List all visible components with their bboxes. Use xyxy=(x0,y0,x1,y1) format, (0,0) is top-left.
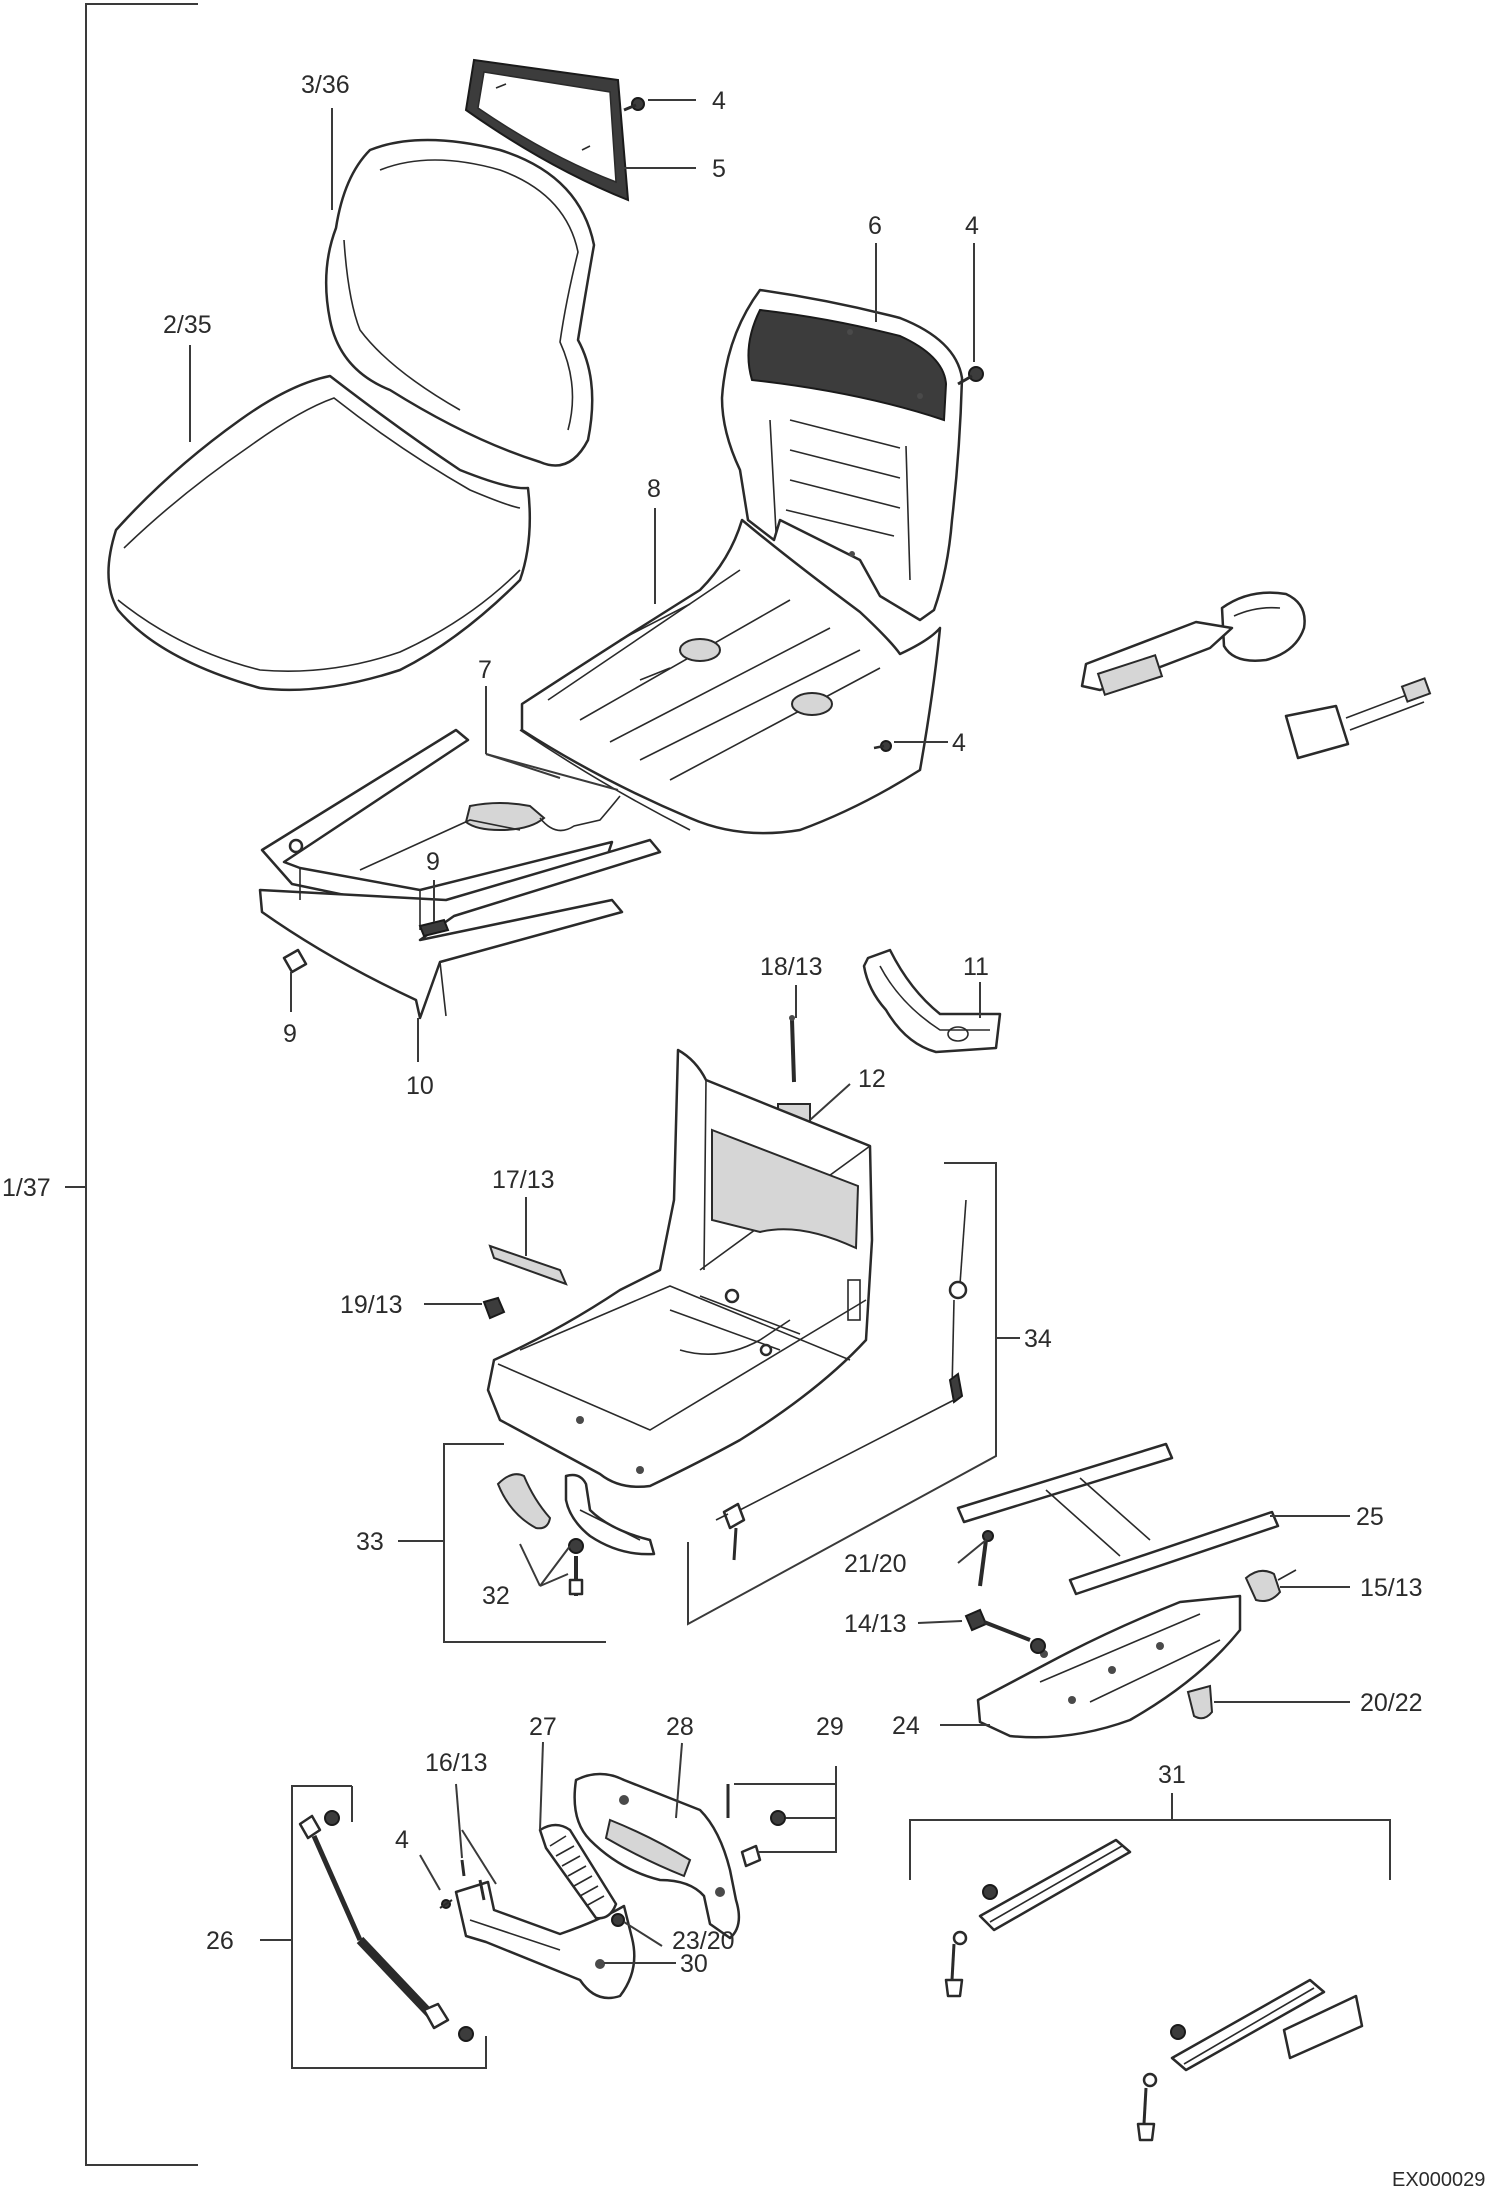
part-8-seat-pan xyxy=(519,518,942,835)
label-27: 27 xyxy=(529,1713,557,1741)
label-21-20: 21/20 xyxy=(844,1550,907,1578)
label-2-35: 2/35 xyxy=(163,311,212,339)
part-9-clip-lower xyxy=(282,948,308,974)
label-3-36: 3/36 xyxy=(301,71,350,99)
part-26-bracket xyxy=(260,1785,487,2069)
label-30: 30 xyxy=(680,1950,708,1978)
part-17-13-strip xyxy=(488,1244,568,1286)
part-3-36-backrest-cushion xyxy=(324,138,596,467)
seat-belt-retractor xyxy=(1080,591,1306,696)
part-21-20-pin xyxy=(978,1530,994,1587)
part-4-screw-seat-pan xyxy=(873,740,892,752)
part-6-backrest-frame xyxy=(720,288,964,622)
part-5-headrest-panel xyxy=(464,58,630,202)
part-29-fittings xyxy=(726,1784,786,1868)
part-11-cover xyxy=(862,948,1002,1054)
label-33: 33 xyxy=(356,1528,384,1556)
part-31-bracket xyxy=(909,1793,1391,1880)
label-4-backrest: 4 xyxy=(965,212,979,240)
part-30-lever-arm xyxy=(454,1880,636,2000)
label-10: 10 xyxy=(406,1072,434,1100)
label-29: 29 xyxy=(816,1713,844,1741)
label-20-22: 20/22 xyxy=(1360,1689,1423,1717)
part-27-spring xyxy=(538,1823,618,1920)
drawing-code: EX000029 xyxy=(1392,2169,1485,2191)
part-33-lever-parts xyxy=(496,1473,656,1596)
label-19-13: 19/13 xyxy=(340,1291,403,1319)
label-17-13: 17/13 xyxy=(492,1166,555,1194)
part-33-bracket xyxy=(398,1443,606,1643)
part-16-13-pins xyxy=(460,1859,486,1901)
part-7-lever xyxy=(464,795,621,832)
label-6: 6 xyxy=(868,212,882,240)
label-4-headrest: 4 xyxy=(712,87,726,115)
part-4-screw-lower xyxy=(439,1899,453,1909)
label-15-13: 15/13 xyxy=(1360,1574,1423,1602)
label-14-13: 14/13 xyxy=(844,1610,907,1638)
label-31: 31 xyxy=(1158,1761,1186,1789)
label-34: 34 xyxy=(1024,1325,1052,1353)
part-4-screw-backrest xyxy=(957,366,984,386)
part-25-rail-assembly xyxy=(956,1442,1280,1596)
part-23-20-clip xyxy=(611,1913,625,1927)
part-2-35-seat-cushion xyxy=(107,374,532,692)
label-4-seat-pan: 4 xyxy=(952,729,966,757)
part-15-13-damper xyxy=(1244,1569,1297,1602)
label-11: 11 xyxy=(963,953,989,981)
part-19-13-clip xyxy=(482,1296,506,1320)
part-28-arm xyxy=(573,1772,741,1940)
label-24: 24 xyxy=(892,1712,920,1740)
label-32: 32 xyxy=(482,1582,510,1610)
label-8: 8 xyxy=(647,475,661,503)
part-10-rail-frame xyxy=(258,728,662,1020)
part-31-rail-lower xyxy=(1136,1978,1364,2142)
label-9-upper: 9 xyxy=(426,848,440,876)
part-14-13-link xyxy=(964,1608,1046,1654)
label-1-37: 1/37 xyxy=(2,1174,51,1202)
part-34-cable-assembly xyxy=(715,1199,968,1561)
part-34-bracket xyxy=(687,1162,1020,1626)
seat-belt-buckle xyxy=(1284,677,1432,760)
label-18-13: 18/13 xyxy=(760,953,823,981)
part-4-screw-headrest xyxy=(623,97,645,112)
part-labels: 3/36 4 5 2/35 6 4 8 7 4 9 9 10 18/13 11 … xyxy=(163,71,1485,2191)
label-26: 26 xyxy=(206,1927,234,1955)
label-4-lower: 4 xyxy=(395,1826,409,1854)
label-28: 28 xyxy=(666,1713,694,1741)
label-5: 5 xyxy=(712,155,726,183)
seat-base-frame xyxy=(486,1048,874,1488)
part-24-base-plate xyxy=(976,1594,1242,1739)
assembly-bracket xyxy=(65,3,198,2166)
label-9-lower: 9 xyxy=(283,1020,297,1048)
part-31-rail-upper xyxy=(944,1838,1132,1998)
part-18-13-pin xyxy=(789,1015,796,1083)
label-25: 25 xyxy=(1356,1503,1384,1531)
label-12: 12 xyxy=(858,1065,886,1093)
label-16-13: 16/13 xyxy=(425,1749,488,1777)
part-26-gas-spring xyxy=(298,1810,474,2042)
label-23-20: 23/20 xyxy=(672,1927,735,1955)
part-9-clip-upper xyxy=(418,918,450,938)
part-20-22-bumper xyxy=(1186,1684,1214,1720)
label-7: 7 xyxy=(478,656,492,684)
